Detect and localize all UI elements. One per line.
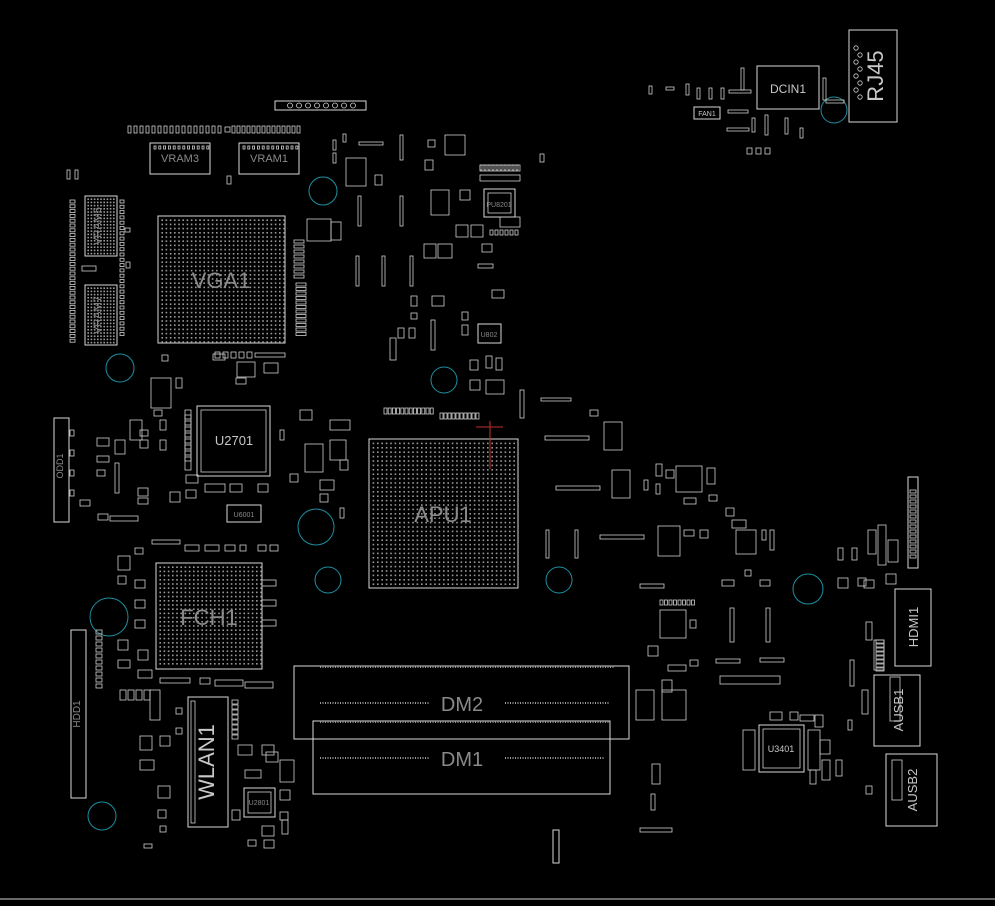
apu-top-passives	[383, 389, 631, 559]
ausb1-connector[interactable]: AUSB1	[873, 674, 921, 747]
vram1-label: VRAM1	[250, 153, 288, 165]
mounting-hole	[430, 366, 458, 394]
fch1-bga-chip[interactable]: FCH1	[155, 562, 263, 670]
odd1-connector[interactable]: ODD1	[53, 417, 70, 523]
hdmi1-label: HDMI1	[906, 607, 921, 647]
hdd1-label: HDD1	[72, 700, 83, 728]
wlan-passives	[175, 699, 289, 835]
dm1-dimm-slot[interactable]: DM1	[312, 720, 611, 795]
u3401-label: U3401	[768, 744, 795, 754]
dm1-label: DM1	[441, 749, 483, 771]
u6001-label: U6001	[234, 512, 255, 519]
u802-label: U802	[481, 332, 498, 339]
vram3-label: VRAM3	[161, 153, 199, 165]
dm2-label: DM2	[441, 694, 483, 716]
vram-passive-row	[127, 125, 301, 134]
hdmi1-connector[interactable]: HDMI1	[894, 588, 932, 667]
vram5-label: VRAM5	[92, 207, 104, 245]
mounting-hole	[545, 566, 573, 594]
mounting-hole	[820, 96, 848, 124]
bottom-header-connector	[552, 829, 560, 864]
vram-side-passives	[66, 126, 232, 343]
vram5-chip[interactable]: VRAM5	[84, 195, 118, 257]
rj45-connector[interactable]: RJ45	[848, 29, 898, 123]
mounting-hole	[308, 176, 338, 206]
fch1-label: FCH1	[180, 605, 237, 630]
vga1-label: VGA1	[192, 268, 251, 293]
u3401-chip[interactable]: U3401	[758, 724, 805, 773]
ausb2-label: AUSB2	[905, 769, 920, 812]
vga1-bga-chip[interactable]: VGA1	[157, 215, 286, 344]
top-header-connector	[274, 100, 367, 111]
mounting-hole	[792, 573, 824, 605]
vram7-chip[interactable]: VRAM7	[84, 284, 118, 346]
u802-chip[interactable]: U802	[477, 323, 502, 344]
bottom-right-parts	[639, 489, 917, 833]
wlan1-connector[interactable]: WLAN1	[187, 696, 229, 828]
vram7-label: VRAM7	[92, 296, 104, 334]
fan1-connector[interactable]: FAN1	[693, 106, 721, 120]
right-mid-parts	[599, 463, 785, 721]
u2701-chip[interactable]: U2701	[196, 405, 271, 477]
ausb2-connector[interactable]: AUSB2	[885, 753, 938, 827]
vga-right-passives	[161, 218, 342, 385]
mounting-hole	[89, 597, 129, 637]
fan1-label: FAN1	[698, 111, 716, 118]
u2801-chip[interactable]: U2801	[243, 787, 276, 818]
dcin1-connector[interactable]: DCIN1	[756, 65, 820, 110]
mounting-hole	[314, 566, 342, 594]
rj45-label: RJ45	[863, 50, 888, 101]
vram1-chip[interactable]: VRAM1	[238, 142, 300, 175]
pu8201-chip[interactable]: PU8201	[483, 188, 516, 218]
u2701-label: U2701	[215, 433, 253, 448]
power-area-parts	[332, 133, 545, 395]
apu1-label: APU1	[414, 502, 471, 527]
pu8201-label: PU8201	[486, 202, 511, 209]
u2801-label: U2801	[249, 800, 270, 807]
ausb1-label: AUSB1	[891, 689, 906, 732]
apu1-bga-chip[interactable]: APU1	[368, 421, 519, 589]
odd1-label: ODD1	[55, 453, 65, 478]
dcin-area-passives	[648, 67, 845, 155]
right-side-connector	[907, 476, 919, 569]
left-mid-passives	[69, 377, 351, 522]
vram3-chip[interactable]: VRAM3	[149, 142, 211, 175]
u6001-chip[interactable]: U6001	[226, 504, 262, 523]
mounting-hole	[297, 508, 335, 546]
hdd1-connector[interactable]: HDD1	[70, 629, 87, 799]
dm2-dimm-slot[interactable]: DM2	[293, 665, 630, 740]
mounting-hole	[105, 353, 135, 383]
wlan1-label: WLAN1	[194, 724, 219, 800]
mounting-hole	[87, 801, 117, 831]
fch-passives	[95, 539, 295, 849]
dcin1-label: DCIN1	[770, 82, 806, 96]
